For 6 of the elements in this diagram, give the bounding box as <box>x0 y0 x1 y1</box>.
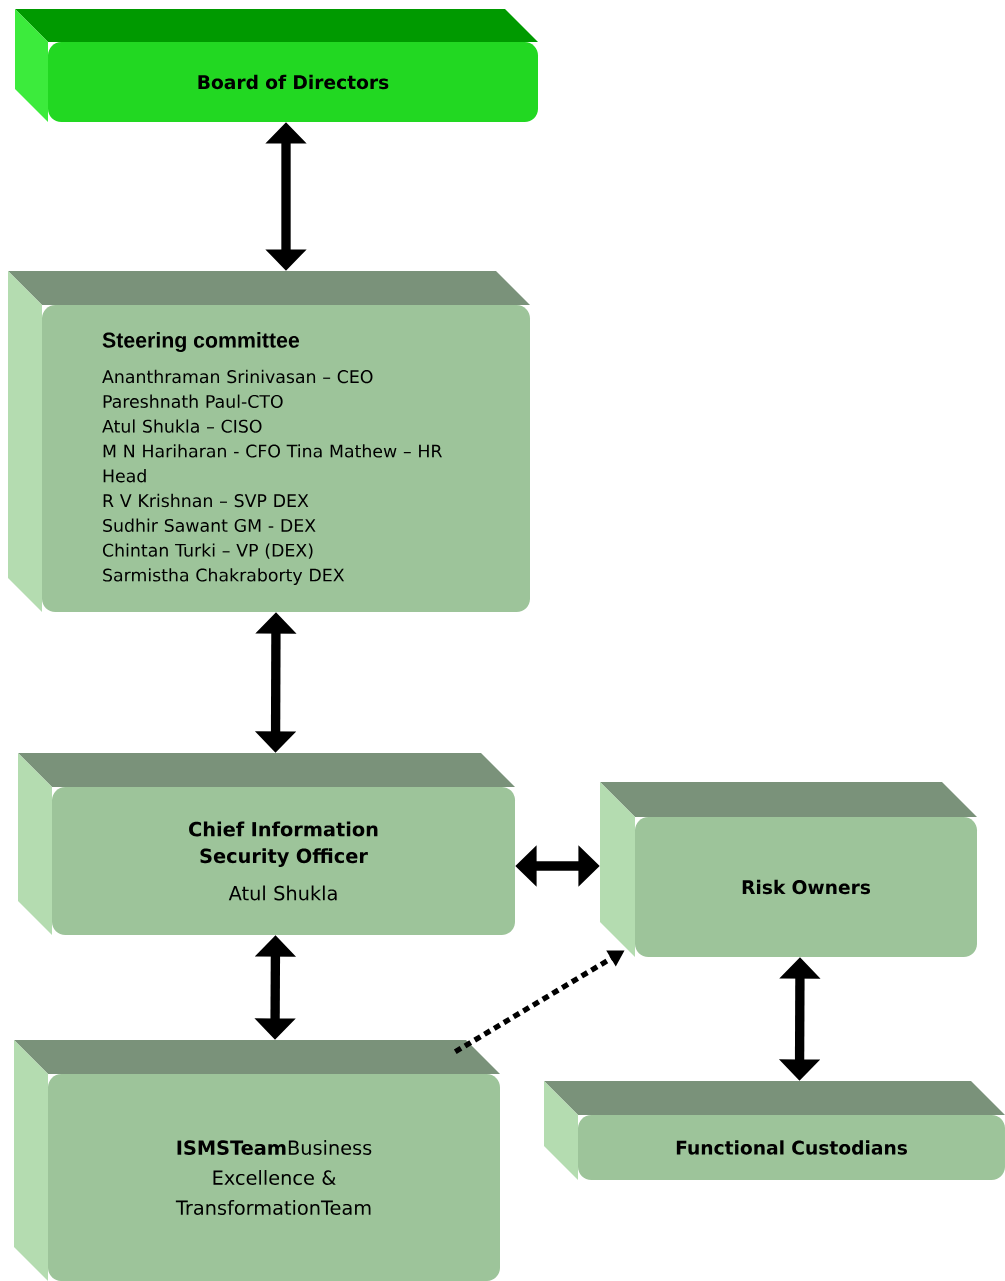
box: Chief Information Security Officer Atul Shukla <box>18 753 515 935</box>
box: Board of Directors <box>15 9 538 122</box>
box: Functional Custodians <box>544 1081 1005 1180</box>
box: ISMSTeamBusiness Excellence & TransformationTeam <box>14 1040 500 1281</box>
box: Steering committee Ananthraman Srinivasan – CEO Pareshnath Paul-CTO Atul Shukla – CISO M N Hariharan - CFO Tina Mathew – HR Head R V Krishnan – SVP DEX Sudhir Sawant GM - DEX Chintan Turki – VP (DEX) Sarmistha Chakraborty DEX <box>8 271 530 612</box>
box: Risk Owners <box>600 782 977 957</box>
